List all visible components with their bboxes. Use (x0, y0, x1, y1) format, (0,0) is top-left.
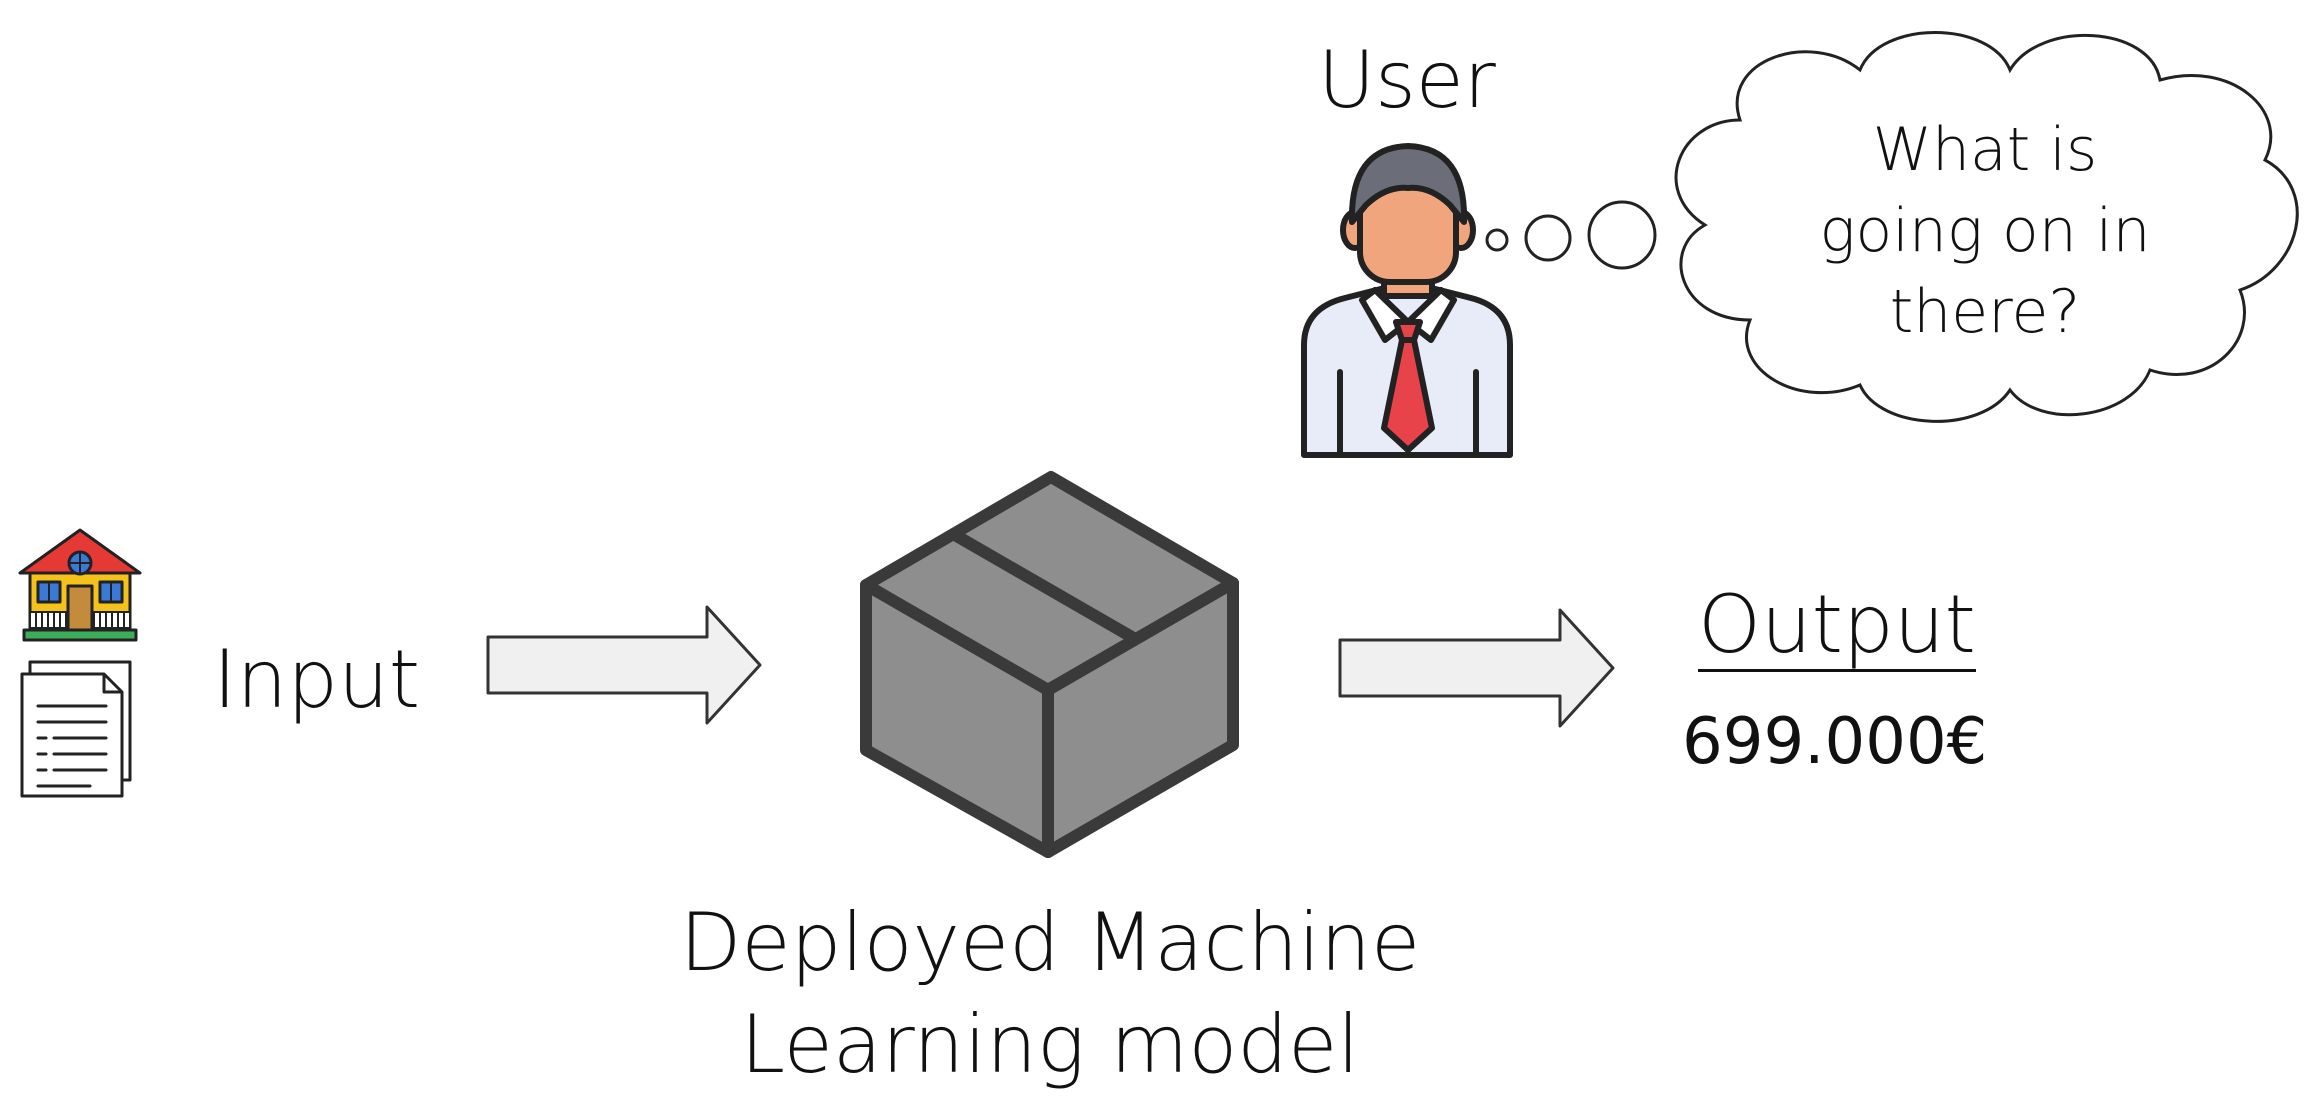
arrow-right-icon (486, 605, 762, 725)
user-label: User (1318, 36, 1496, 126)
model-label: Deployed Machine Learning model (679, 896, 1421, 1092)
output-value: 699.000€ (1682, 705, 1988, 779)
thought-bubble-text: What is going on in there? (1819, 115, 2151, 347)
output-label: Output (1698, 578, 1976, 672)
house-icon (18, 528, 142, 642)
thought-cloud (1674, 31, 2299, 423)
black-box-icon (860, 471, 1239, 858)
input-label: Input (213, 633, 421, 726)
arrow-right-icon (1338, 608, 1615, 728)
thought-dots (1485, 200, 1657, 270)
user-businessman-icon (1301, 143, 1513, 458)
document-icon (20, 660, 132, 798)
